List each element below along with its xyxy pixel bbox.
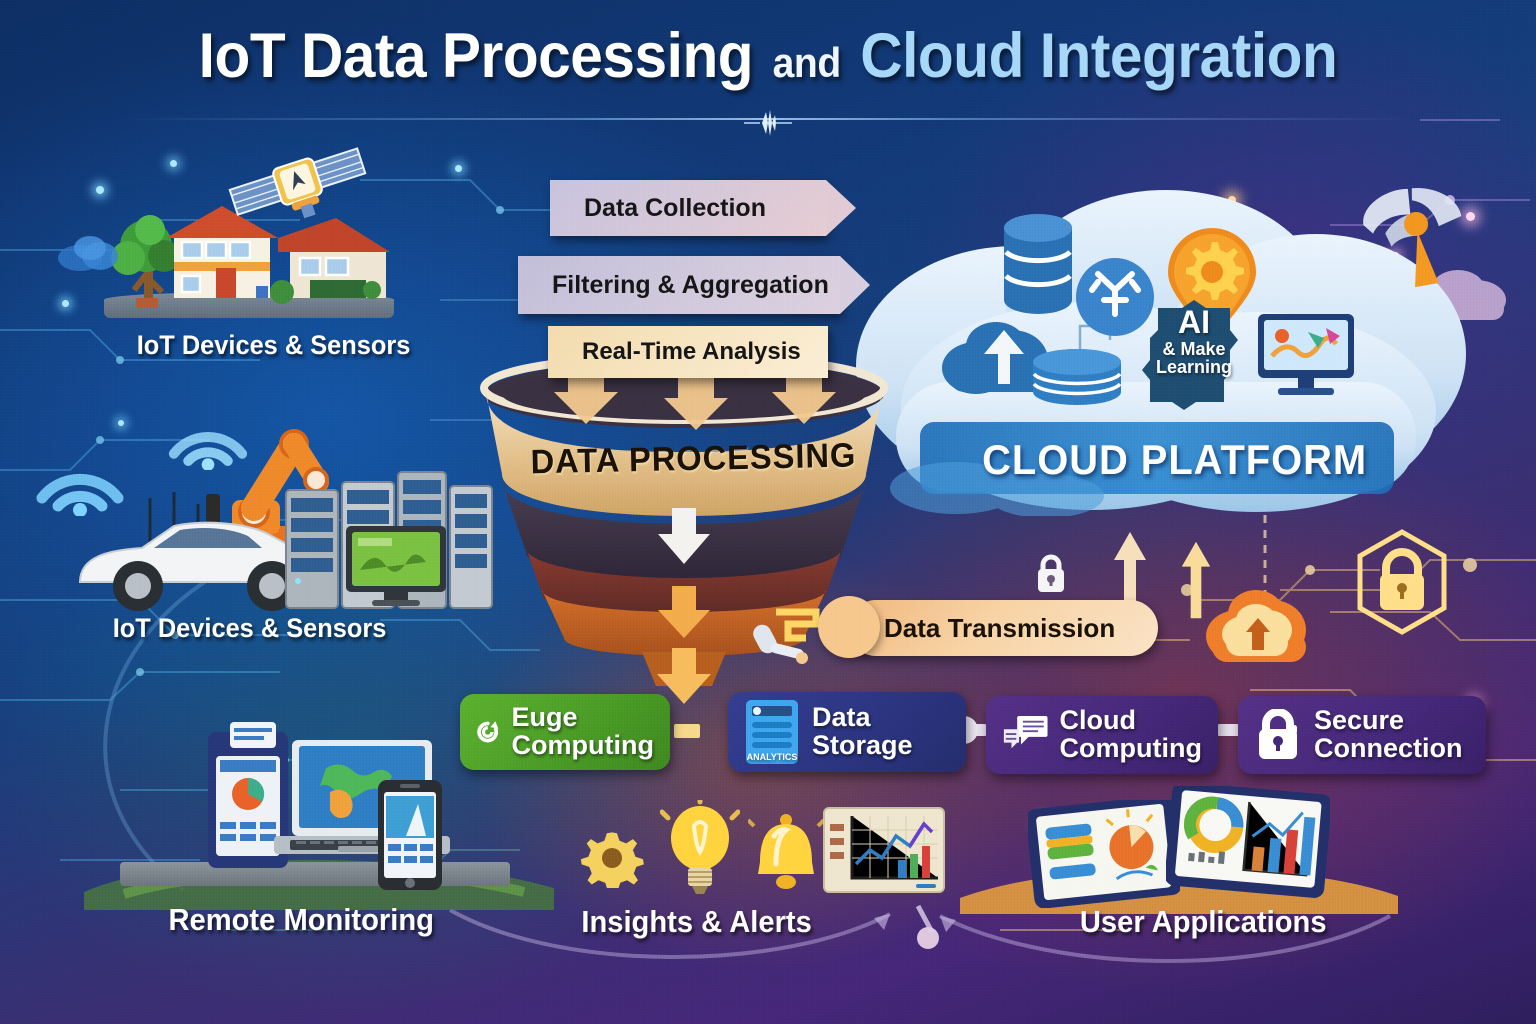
smartphone-icon xyxy=(378,780,442,890)
pipeline-banner-1-label: Data Collection xyxy=(584,193,766,222)
title-part-1: IoT Data Processing xyxy=(198,21,754,91)
ai-badge-line3: Learning xyxy=(1155,357,1232,378)
service-card-cloud-computing[interactable]: Cloud Computing xyxy=(986,696,1218,774)
satellite-icon xyxy=(228,147,367,219)
service-card-edge-line1: Euge xyxy=(511,702,578,733)
padlock-white-icon xyxy=(1038,554,1064,592)
edge-refresh-icon xyxy=(477,721,499,743)
tablet-report-icon xyxy=(208,722,288,868)
cloud-platform-title: CLOUD PLATFORM xyxy=(982,436,1368,483)
device-desk xyxy=(120,862,510,886)
chart-board-icon xyxy=(823,807,945,893)
bottom-flow-arcs xyxy=(449,904,1391,963)
tree-icon xyxy=(111,215,180,308)
up-arrow-icon xyxy=(1114,532,1146,618)
card-connector xyxy=(674,724,700,738)
ai-badge: AI & Make Learning xyxy=(1140,304,1248,378)
chat-layers-icon xyxy=(1003,716,1048,749)
pipeline-banner-1: Data Collection xyxy=(550,180,826,236)
gear-icon xyxy=(580,832,644,888)
service-card-secure-line1: Secure xyxy=(1314,705,1405,736)
service-card-cloudcomp-line2: Computing xyxy=(1059,733,1202,763)
cloud-upload-orange-icon xyxy=(1206,590,1306,662)
database-stack-icon xyxy=(1004,214,1072,314)
service-card-storage-line1: Data xyxy=(812,702,871,733)
wifi-icon xyxy=(36,473,124,516)
service-card-edge-computing[interactable]: Euge Computing xyxy=(460,694,670,770)
ai-badge-line2: & Make xyxy=(1162,338,1226,359)
glow-dot xyxy=(62,300,69,307)
page-title: IoT Data Processing and Cloud Integratio… xyxy=(0,24,1536,88)
glow-dot xyxy=(170,160,177,167)
funnel-output-arrow xyxy=(657,648,711,704)
smart-house-icon xyxy=(166,206,390,304)
title-divider xyxy=(120,118,1416,120)
disk-stack-icon xyxy=(1032,349,1122,405)
pipeline-banner-2-tip xyxy=(840,256,870,314)
analytics-doc-icon: ANALYTICS xyxy=(746,700,798,764)
outcome-label-user-applications: User Applications xyxy=(1079,904,1327,939)
service-card-secure-connection[interactable]: Secure Connection xyxy=(1238,696,1486,774)
ai-badge-line1: AI xyxy=(1178,304,1210,340)
pipeline-banner-1-tip xyxy=(826,180,856,236)
laptop-chart-icon xyxy=(1258,314,1354,395)
title-connector: and xyxy=(772,39,842,86)
service-card-data-storage[interactable]: ANALYTICS Data Storage xyxy=(728,692,966,772)
glow-dot xyxy=(1228,196,1236,204)
lightbulb-icon xyxy=(660,800,740,894)
data-transmission-pill: Data Transmission xyxy=(848,600,1158,656)
glow-dot xyxy=(455,165,462,172)
cloud-upload-icon xyxy=(942,322,1050,394)
glow-dot xyxy=(1466,212,1475,221)
wrench-node-icon xyxy=(753,624,808,664)
service-card-cloudcomp-line1: Cloud xyxy=(1059,705,1137,736)
source-label-2: IoT Devices & Sensors xyxy=(112,613,387,643)
transmission-node-dot xyxy=(818,596,880,658)
source-label-1: IoT Devices & Sensors xyxy=(136,330,411,360)
service-card-secure-line2: Connection xyxy=(1314,733,1463,763)
title-part-2: Cloud Integration xyxy=(860,21,1338,91)
pipeline-banner-3: Real-Time Analysis xyxy=(548,326,828,378)
transmission-connector-icon xyxy=(776,608,820,642)
pipeline-banner-2-label: Filtering & Aggregation xyxy=(552,270,829,299)
ai-badge-shape xyxy=(1142,300,1238,410)
left-flow-arc xyxy=(103,568,225,892)
cloud-decor-icon xyxy=(58,236,118,271)
analytics-tag-text: ANALYTICS xyxy=(747,752,798,762)
bell-icon xyxy=(748,814,824,889)
service-card-edge-line2: Computing xyxy=(511,730,654,760)
glow-dot xyxy=(118,420,124,426)
data-transmission-label: Data Transmission xyxy=(884,612,1116,643)
up-arrow-icon xyxy=(1181,541,1211,619)
padlock-icon xyxy=(1259,709,1297,759)
outcome-label-insights-alerts: Insights & Alerts xyxy=(581,904,812,939)
funnel-label: DATA PROCESSING xyxy=(530,436,857,482)
tablet-dashboard-1-icon xyxy=(1028,800,1180,908)
outcome-label-remote-monitoring: Remote Monitoring xyxy=(168,902,434,937)
card-connector xyxy=(1214,724,1244,736)
network-node-icon xyxy=(1076,258,1154,336)
hex-lock-icon xyxy=(1357,529,1447,635)
pipeline-banner-3-label: Real-Time Analysis xyxy=(582,338,801,365)
tablet-dashboard-2-icon xyxy=(1166,786,1330,898)
title-burst-icon xyxy=(744,110,792,136)
wifi-icon xyxy=(168,432,248,470)
pipeline-banner-2: Filtering & Aggregation xyxy=(518,256,840,314)
green-monitor-icon xyxy=(346,526,446,606)
satellite-decor-icon xyxy=(1363,187,1462,288)
funnel-flow-arrow-white xyxy=(658,508,710,564)
service-card-storage-line2: Storage xyxy=(812,730,913,760)
funnel-flow-arrow-orange xyxy=(658,586,710,638)
glow-dot xyxy=(96,186,104,194)
